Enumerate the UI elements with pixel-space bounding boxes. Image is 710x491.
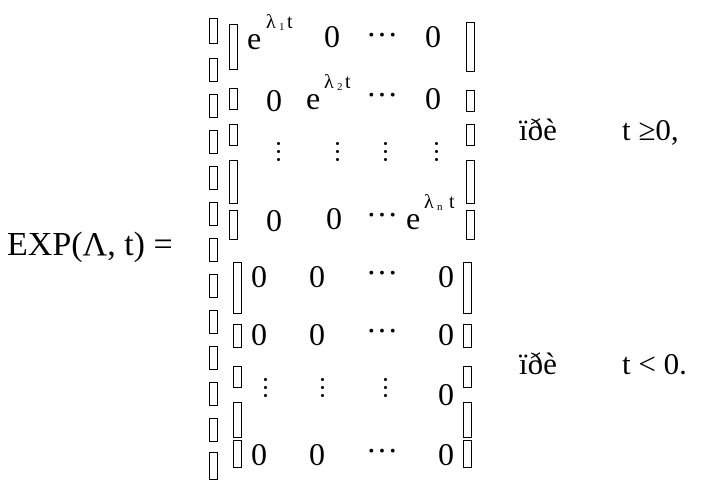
cell-zero: 0 <box>309 316 325 352</box>
cell-zero: 0 <box>251 436 267 472</box>
cell-cdots: ··· <box>366 196 398 232</box>
vdots-icon <box>434 142 440 166</box>
cell-zero: 0 <box>438 436 454 472</box>
cell-zero: 0 <box>438 376 454 412</box>
cell-cdots: ··· <box>366 254 398 290</box>
cell-zero: 0 <box>326 200 342 236</box>
bracket-box <box>466 160 475 204</box>
bracket-box <box>233 402 242 438</box>
exp-t: t <box>449 191 455 213</box>
cell-zero: 0 <box>438 316 454 352</box>
cell-e: e <box>306 80 321 116</box>
bracket-box <box>233 324 242 348</box>
exp-t: t <box>287 11 293 33</box>
brace-box <box>209 202 218 226</box>
bracket-box <box>233 262 242 314</box>
brace-box <box>209 452 218 480</box>
bracket-box <box>233 366 242 388</box>
cell-e: e <box>406 200 421 236</box>
cell-cdots: ··· <box>366 312 398 348</box>
equation-lhs: EXP(Λ, t) = <box>7 226 173 263</box>
cell-cdots: ··· <box>366 432 398 468</box>
condition-word-top: ïðè <box>519 112 557 147</box>
cell-zero: 0 <box>266 202 282 238</box>
bracket-box <box>229 160 238 204</box>
exp-sub: n <box>437 201 443 213</box>
condition-expr-bottom: t < 0. <box>622 346 687 381</box>
brace-box <box>209 238 218 262</box>
bracket-box <box>463 262 472 314</box>
bracket-box <box>466 210 475 240</box>
exp-sub: 1 <box>279 21 285 33</box>
cell-cdots: ··· <box>366 16 398 52</box>
vdots-icon <box>383 378 389 402</box>
vdots-icon <box>335 142 341 166</box>
vdots-icon <box>276 142 282 166</box>
bracket-box <box>463 440 472 468</box>
cell-e: e <box>247 20 262 56</box>
exp-t: t <box>345 71 351 93</box>
bracket-box <box>463 366 472 388</box>
bracket-box <box>233 440 242 468</box>
brace-box <box>209 18 218 44</box>
exp-lambda: λ <box>424 191 434 213</box>
brace-box <box>209 418 218 442</box>
brace-box <box>209 130 218 154</box>
brace-box <box>209 346 218 370</box>
brace-box <box>209 274 218 298</box>
brace-box <box>209 310 218 334</box>
condition-word-bottom: ïðè <box>519 346 557 381</box>
cell-zero: 0 <box>309 436 325 472</box>
bracket-box <box>466 90 475 112</box>
cell-zero: 0 <box>309 258 325 294</box>
bracket-box <box>463 402 472 438</box>
cell-zero: 0 <box>324 18 340 54</box>
condition-expr-top: t ≥0, <box>622 112 679 147</box>
bracket-box <box>466 22 475 72</box>
brace-box <box>209 166 218 190</box>
brace-box <box>209 382 218 406</box>
brace-box <box>209 94 218 118</box>
vdots-icon <box>383 142 389 166</box>
cell-zero: 0 <box>251 316 267 352</box>
bracket-box <box>229 210 238 240</box>
bracket-box <box>229 88 238 110</box>
brace-box <box>209 58 218 82</box>
cell-zero: 0 <box>266 82 282 118</box>
bracket-box <box>229 124 238 146</box>
bracket-box <box>466 124 475 146</box>
bracket-box <box>229 24 238 70</box>
vdots-icon <box>263 378 269 402</box>
bracket-box <box>463 324 472 348</box>
exp-lambda: λ <box>266 11 276 33</box>
cell-cdots: ··· <box>366 76 398 112</box>
exp-lambda: λ <box>324 71 334 93</box>
cell-zero: 0 <box>251 258 267 294</box>
cell-zero: 0 <box>425 80 441 116</box>
cell-zero: 0 <box>438 258 454 294</box>
cell-zero: 0 <box>425 18 441 54</box>
exp-sub: 2 <box>337 81 343 93</box>
vdots-icon <box>320 378 326 402</box>
